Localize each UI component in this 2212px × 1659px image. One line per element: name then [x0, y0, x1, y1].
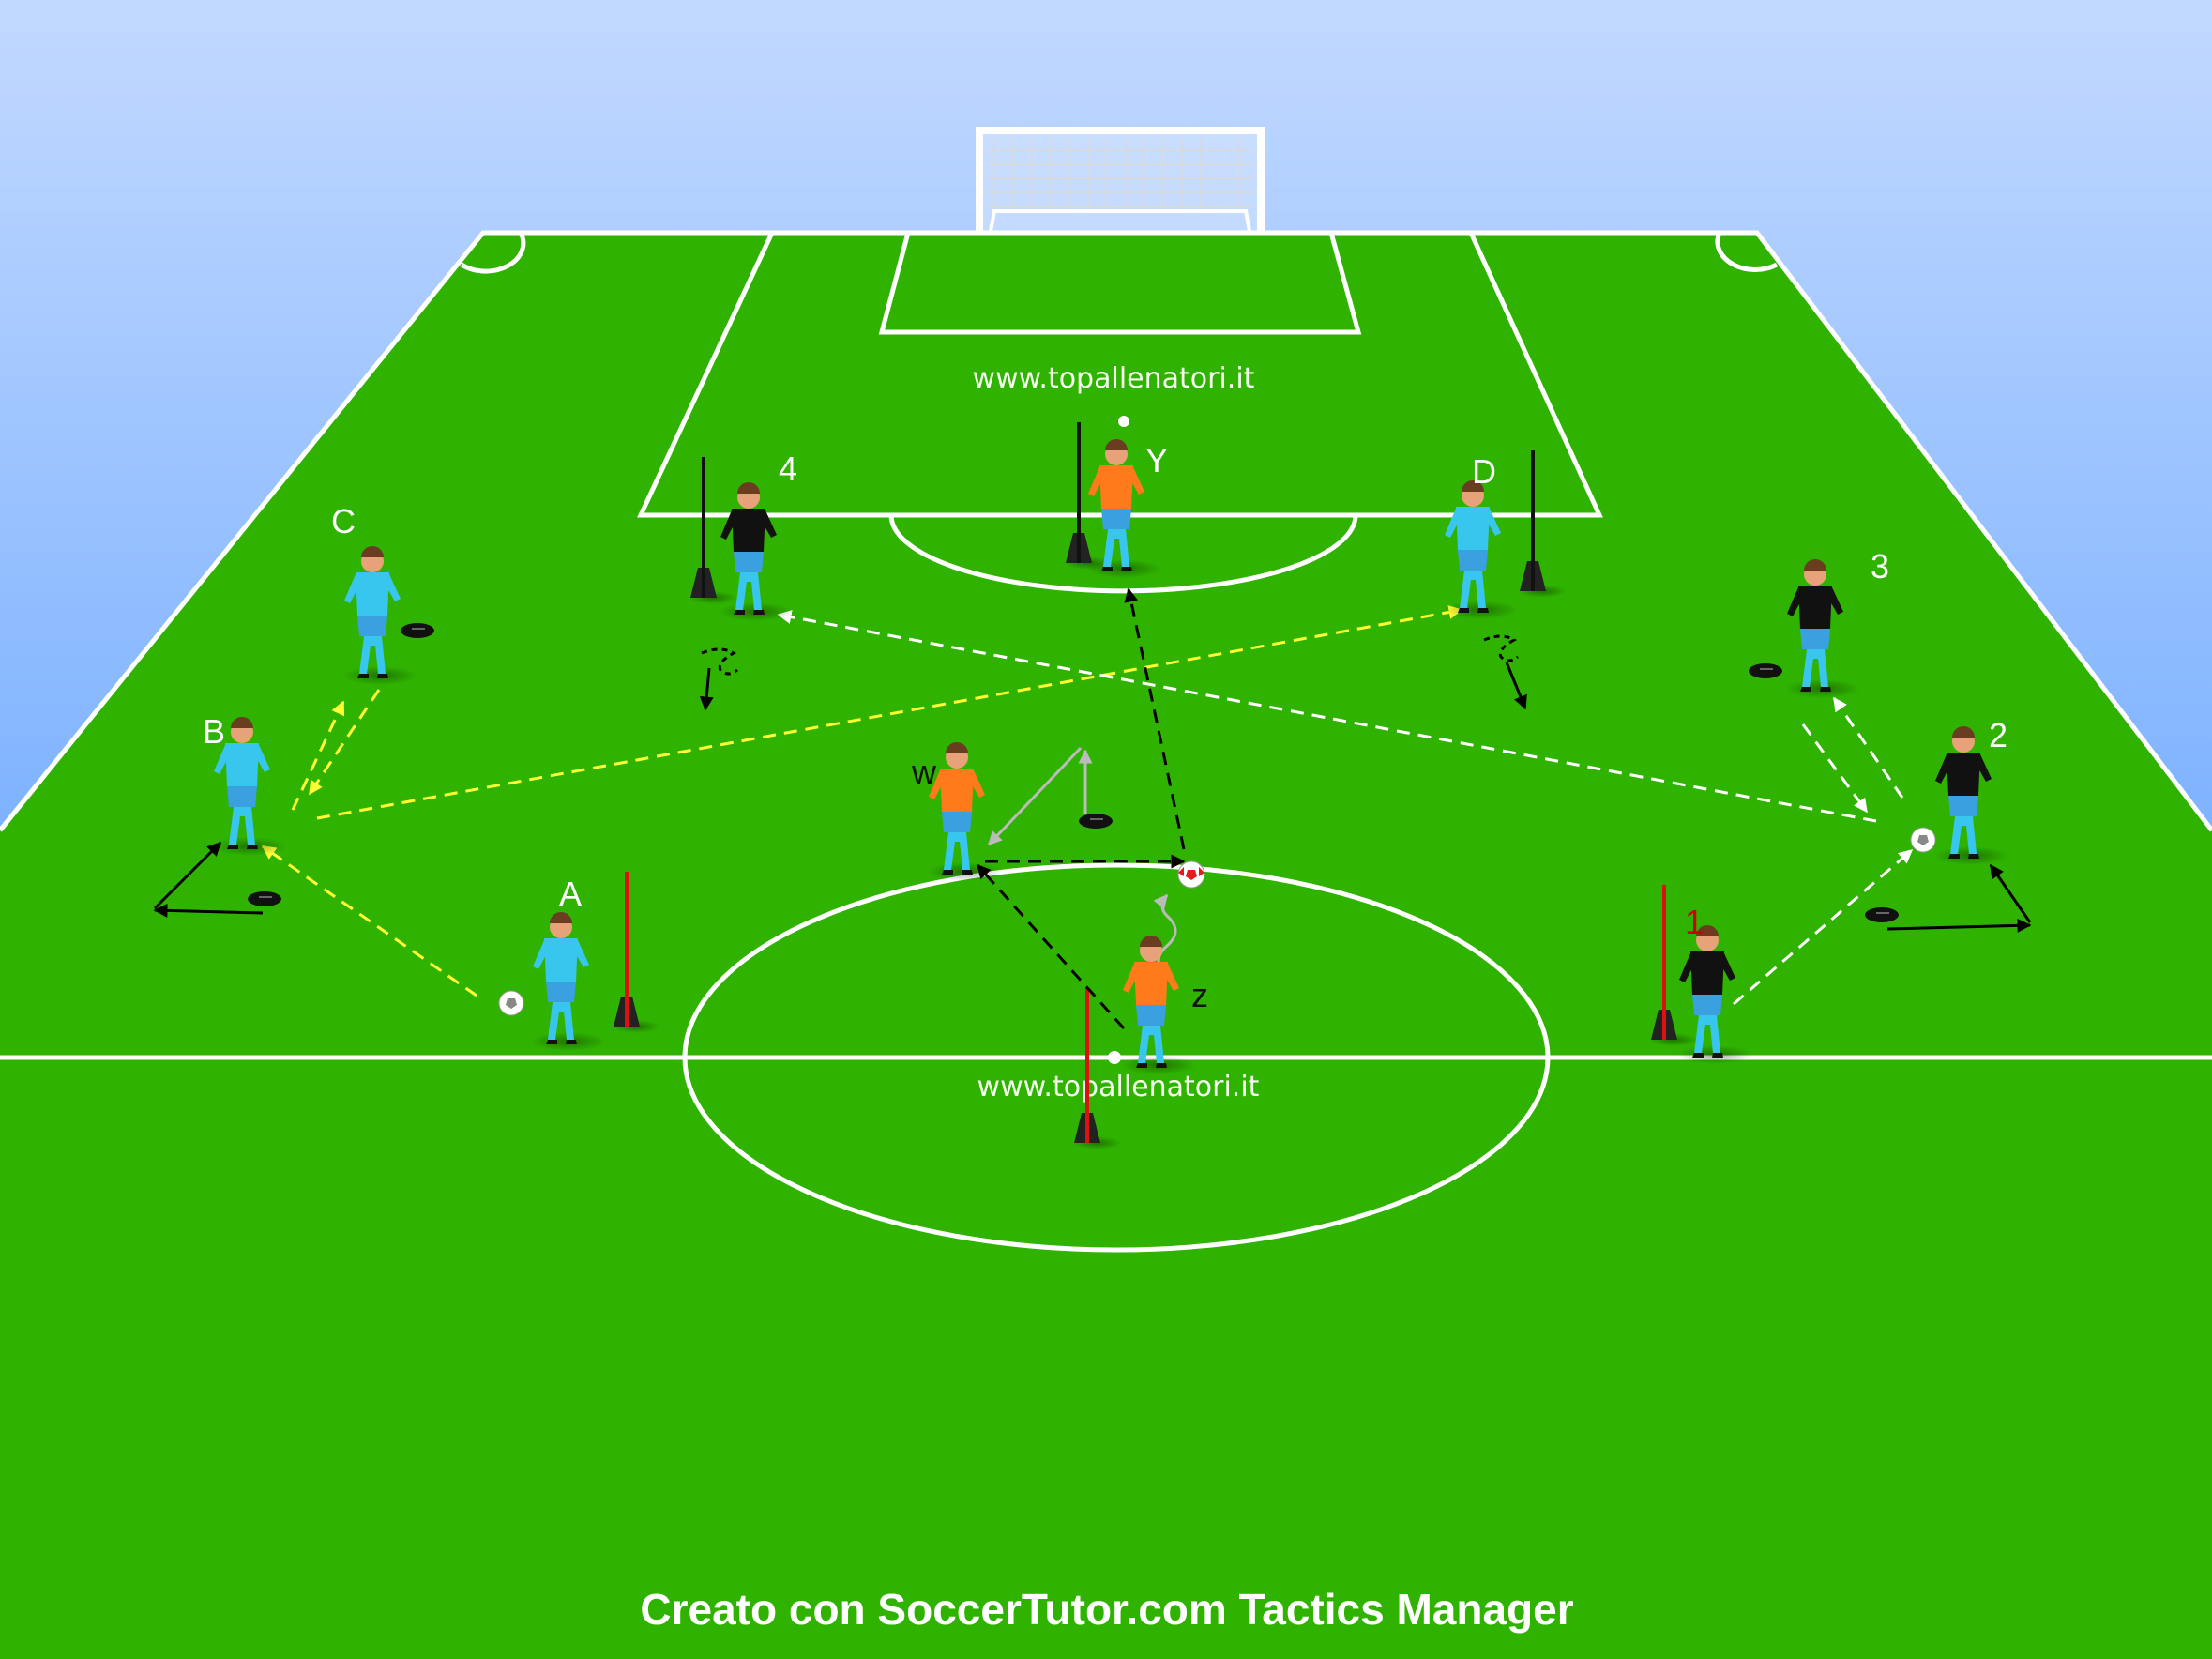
cone-3	[1748, 662, 1783, 679]
label-3: 3	[1871, 547, 1889, 586]
goal	[976, 127, 1265, 232]
movement-lines	[153, 587, 2032, 1030]
watermark-center: www.topallenatori.it	[977, 1071, 1260, 1103]
label-c: C	[331, 502, 356, 540]
label-4: 4	[779, 449, 797, 488]
goal-area	[878, 232, 1362, 335]
label-b: B	[203, 712, 225, 751]
label-1: 1	[1685, 903, 1704, 941]
penalty-arc	[888, 514, 1358, 594]
drop-d	[1505, 662, 1527, 710]
ball-a	[498, 990, 524, 1016]
pass-1-to-2	[1733, 848, 1914, 1006]
label-a: A	[559, 875, 582, 913]
player-labels: A B C D 1 2 3 4 W Y Z	[203, 441, 2007, 1014]
dribble-w	[987, 746, 1083, 846]
penalty-spot	[1118, 416, 1129, 427]
move-b-forward	[153, 841, 222, 910]
label-d: D	[1472, 452, 1496, 491]
move-2-up	[1989, 863, 2032, 923]
pitch-surface	[0, 233, 2212, 1659]
pass-3-to-2	[1801, 723, 1869, 814]
cone-b	[247, 890, 282, 907]
label-2: 2	[1989, 716, 2007, 754]
corner-arc-left	[460, 231, 526, 274]
corner-arc-right	[1715, 231, 1779, 272]
curl-d	[1483, 634, 1519, 662]
watermark-top: www.topallenatori.it	[973, 362, 1255, 395]
pass-2-to-4	[777, 610, 1877, 823]
cone-2	[1864, 906, 1900, 923]
ball-center	[1177, 860, 1205, 889]
curl-4	[701, 647, 738, 676]
ball-2	[1910, 827, 1936, 853]
dribble-z	[1153, 893, 1177, 978]
center-circle	[682, 862, 1551, 1253]
label-y: Y	[1145, 441, 1168, 479]
pass-a-to-b	[261, 845, 477, 997]
cone-c	[400, 622, 435, 639]
pass-b-to-c	[291, 700, 345, 811]
run-to-y	[1124, 587, 1186, 850]
cone-w	[1078, 813, 1114, 830]
center-spot	[1108, 1051, 1121, 1064]
label-w: W	[911, 753, 937, 791]
move-2-side	[1886, 918, 2032, 933]
move-b-back	[153, 903, 264, 918]
pitch-lines	[0, 230, 2212, 1253]
drop-4	[699, 667, 714, 711]
credit-footer: Creato con SoccerTutor.com Tactics Manag…	[640, 1585, 1573, 1634]
run-z-to-w	[976, 863, 1126, 1030]
label-z: Z	[1191, 976, 1208, 1014]
